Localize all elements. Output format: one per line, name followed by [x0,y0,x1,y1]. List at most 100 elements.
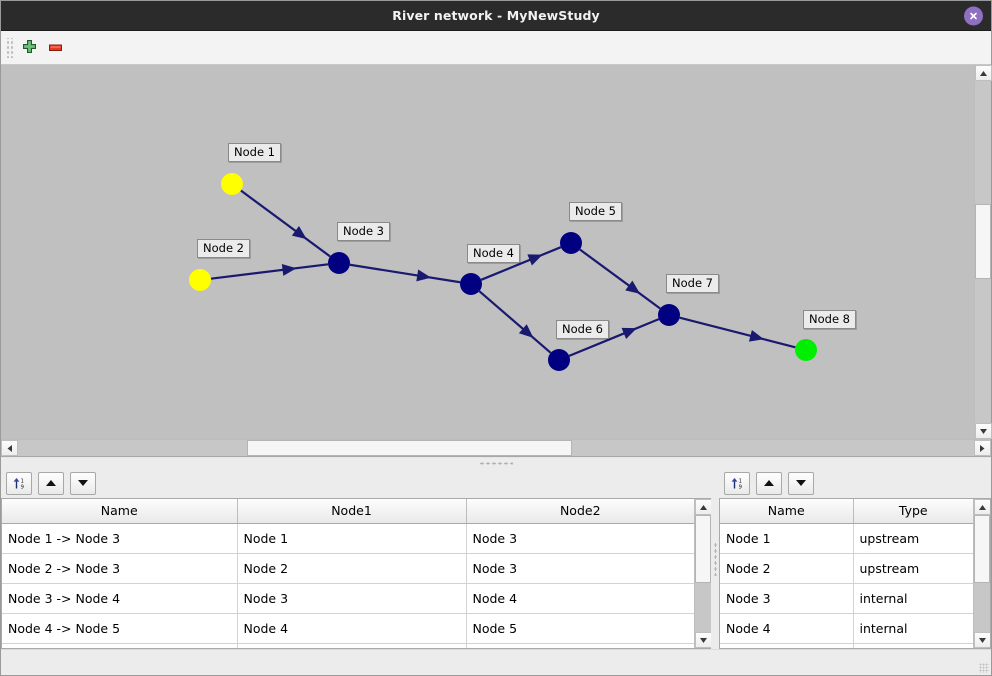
graph-node[interactable] [328,252,350,274]
sort-ascending-icon[interactable]: 1 9 [6,471,32,495]
graph-scroll-left-button[interactable] [1,440,18,456]
branch-cell[interactable]: Node 2 [237,553,467,584]
graph-node-label[interactable]: Node 8 [803,310,856,330]
graph-scroll-right-button[interactable] [974,440,991,456]
graph-node-label[interactable]: Node 7 [666,274,719,294]
toolbar-drag-handle[interactable] [5,37,13,58]
nodes-column-header-name[interactable]: Name [720,499,854,524]
branch-empty-cell[interactable] [466,643,694,648]
graph-vertical-scroll-thumb[interactable] [975,204,991,280]
window-resize-grip[interactable] [979,663,989,673]
network-graph-canvas[interactable]: Node 1 Node 2 Node 3 Node 4 Node 5 Node 6 Node… [1,65,974,439]
graph-horizontal-scroll-thumb[interactable] [247,440,573,456]
branch-empty-cell[interactable] [2,643,238,648]
graph-node[interactable] [795,339,817,361]
branch-empty-cell[interactable] [237,643,467,648]
graph-node-label[interactable]: Node 1 [228,143,281,163]
nodes-column-header-type[interactable]: Type [853,499,973,524]
arrow-down-icon[interactable] [788,471,814,495]
branch-cell[interactable]: Node 4 [466,583,694,614]
branch-cell[interactable]: Node 4 [237,613,467,644]
graph-node-label[interactable]: Node 3 [337,222,390,242]
graph-edge[interactable] [349,263,461,284]
node-cell[interactable]: Node 3 [720,583,854,614]
graph-node[interactable] [189,269,211,291]
graph-edge[interactable] [679,316,796,349]
graph-edge[interactable] [579,248,661,310]
graph-edge[interactable] [480,246,562,281]
remove-minus-icon[interactable] [42,36,68,60]
node-cell[interactable]: Node 1 [720,523,854,554]
graph-node[interactable] [548,349,570,371]
add-plus-icon[interactable] [16,36,42,60]
branches-scroll-up-button[interactable] [695,499,711,515]
vertical-splitter[interactable] [711,468,719,649]
graph-node[interactable] [221,173,243,195]
graph-vertical-scrollbar[interactable] [974,65,992,439]
graph-horizontal-scroll-track[interactable] [18,440,974,456]
branch-cell[interactable]: Node 3 [466,523,694,554]
branches-vertical-scroll-thumb[interactable] [695,515,711,583]
branch-cell[interactable]: Node 1 [237,523,467,554]
close-icon[interactable] [964,6,983,25]
node-empty-cell[interactable] [720,643,854,648]
branch-cell[interactable]: Node 4 -> Node 5 [2,613,238,644]
graph-node[interactable] [658,304,680,326]
graph-node-label[interactable]: Node 4 [467,244,520,264]
branches-column-header-name[interactable]: Name [2,499,238,524]
branch-empty-row[interactable] [2,643,694,648]
graph-vertical-scroll-track[interactable] [975,81,991,423]
node-cell[interactable]: Node 2 [720,553,854,584]
graph-node[interactable] [460,273,482,295]
graph-edge[interactable] [210,263,329,280]
graph-edge[interactable] [240,189,331,258]
node-cell[interactable]: internal [853,613,973,644]
branches-vertical-scroll-track[interactable] [695,515,711,632]
graph-horizontal-scrollbar[interactable] [1,439,991,456]
nodes-scroll-up-button[interactable] [974,499,990,515]
branches-vertical-scrollbar[interactable] [694,499,711,648]
arrow-down-icon[interactable] [70,471,96,495]
graph-scroll-up-button[interactable] [975,65,992,81]
node-empty-row[interactable] [720,643,973,648]
branches-scroll-down-button[interactable] [695,632,711,648]
branch-cell[interactable]: Node 5 [466,613,694,644]
graph-node-label[interactable]: Node 2 [197,239,250,259]
arrow-up-icon[interactable] [38,471,64,495]
node-cell[interactable]: Node 4 [720,613,854,644]
branch-cell[interactable]: Node 2 -> Node 3 [2,553,238,584]
graph-node[interactable] [560,232,582,254]
branch-cell[interactable]: Node 3 [237,583,467,614]
branches-column-header-node2[interactable]: Node2 [466,499,694,524]
graph-scroll-down-button[interactable] [975,423,992,439]
graph-edge[interactable] [568,318,660,357]
nodes-vertical-scrollbar[interactable] [973,499,990,648]
graph-node-label[interactable]: Node 6 [556,320,609,340]
branches-column-header-node1[interactable]: Node1 [237,499,467,524]
node-cell[interactable]: upstream [853,523,973,554]
arrow-up-icon[interactable] [756,471,782,495]
nodes-vertical-scroll-thumb[interactable] [974,515,990,583]
nodes-scroll-down-button[interactable] [974,632,990,648]
sort-ascending-icon[interactable]: 1 9 [724,471,750,495]
graph-edge[interactable] [478,290,552,354]
branch-cell[interactable]: Node 3 -> Node 4 [2,583,238,614]
node-empty-cell[interactable] [853,643,973,648]
node-cell[interactable]: upstream [853,553,973,584]
horizontal-splitter[interactable] [1,457,991,468]
branch-cell[interactable]: Node 3 [466,553,694,584]
nodes-vertical-scroll-track[interactable] [974,515,990,632]
node-cell[interactable]: internal [853,583,973,614]
graph-node-label[interactable]: Node 5 [569,202,622,222]
branch-cell[interactable]: Node 1 -> Node 3 [2,523,238,554]
